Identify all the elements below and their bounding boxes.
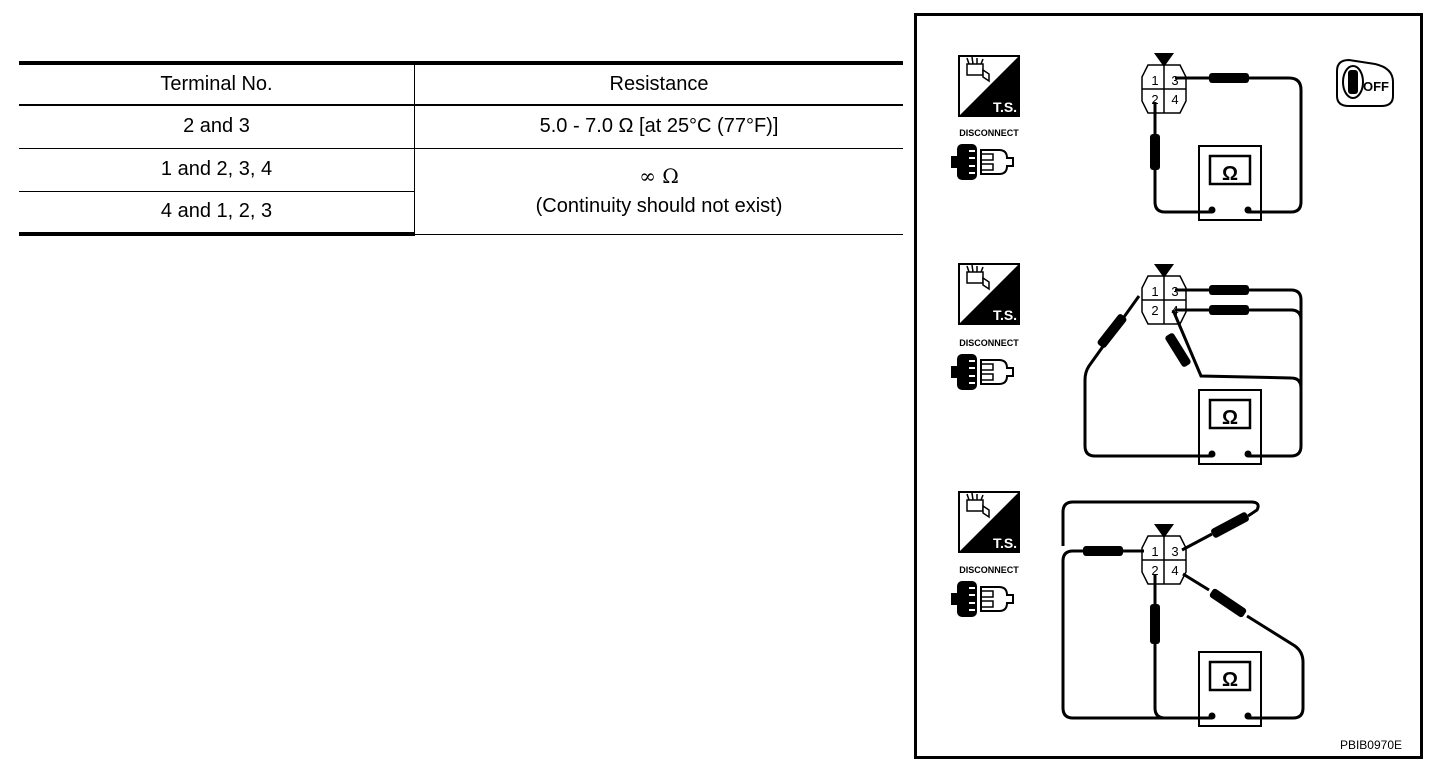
disconnect-label: DISCONNECT — [959, 565, 1019, 575]
test-probe — [1097, 314, 1127, 348]
table-row: 2 and 3 5.0 - 7.0 Ω [at 25°C (77°F)] — [19, 105, 903, 149]
ohm-icon: Ω — [1222, 669, 1238, 691]
probe-wire — [1153, 574, 1166, 720]
table-header-row: Terminal No. Resistance — [19, 61, 903, 106]
terminal-label: 2 — [1151, 563, 1158, 578]
resistance-cell: 5.0 - 7.0 Ω [at 25°C (77°F)] — [414, 105, 903, 149]
probe-wire — [1083, 295, 1212, 458]
disconnect-icon — [950, 353, 1014, 391]
probe-wire — [1175, 308, 1303, 321]
probe-wire — [1153, 102, 1212, 214]
table-row: 1 and 2, 3, 4 ∞ Ω (Continuity should not… — [19, 148, 903, 235]
diagram-1-group: T.S. DISCONNECT 1 3 2 4 Ω OFF — [950, 52, 1394, 222]
ts-label: T.S. — [993, 535, 1017, 551]
probe-wire — [1182, 572, 1305, 720]
harness-connector — [1141, 523, 1187, 585]
test-probe — [1150, 134, 1160, 170]
terminal-cell: 4 and 1, 2, 3 — [19, 191, 415, 236]
no-continuity-note: (Continuity should not exist) — [535, 195, 783, 217]
diagram-2-group: T.S. DISCONNECT 1 3 2 4 Ω — [950, 263, 1303, 466]
header-terminal-no: Terminal No. — [19, 61, 415, 106]
resistance-spec-table: Terminal No. Resistance 2 and 3 5.0 - 7.… — [19, 61, 903, 236]
terminal-label: 4 — [1171, 92, 1178, 107]
test-probe — [1209, 588, 1247, 618]
diagram-svg: T.S. DISCONNECT 1 3 2 4 Ω OFF T.S. DISCO… — [950, 52, 1394, 728]
probe-wire — [1171, 309, 1303, 389]
figure-id: PBIB0970E — [1339, 738, 1402, 752]
ignition-key-icon: OFF — [1336, 58, 1394, 107]
terminal-label: 1 — [1151, 73, 1158, 88]
disconnect-icon — [950, 143, 1014, 181]
terminal-cell: 1 and 2, 3, 4 — [19, 148, 415, 192]
ohm-icon: Ω — [1222, 407, 1238, 429]
terminal-cell: 2 and 3 — [19, 105, 415, 149]
disconnect-icon — [950, 580, 1014, 618]
test-probe — [1083, 546, 1123, 556]
probe-wire — [1061, 500, 1260, 552]
probe-wire — [1175, 76, 1303, 214]
ohm-icon: Ω — [1222, 163, 1238, 185]
terminal-label: 2 — [1151, 92, 1158, 107]
ignition-off-label: OFF — [1363, 79, 1389, 94]
probe-wire — [1175, 288, 1303, 458]
terminal-label: 1 — [1151, 284, 1158, 299]
ts-label: T.S. — [993, 99, 1017, 115]
terminal-label: 4 — [1171, 563, 1178, 578]
terminal-label: 3 — [1171, 73, 1178, 88]
test-probe — [1211, 512, 1249, 538]
probe-wire — [1061, 549, 1212, 720]
disconnect-label: DISCONNECT — [959, 338, 1019, 348]
diagram-panel: T.S. DISCONNECT 1 3 2 4 Ω OFF T.S. DISCO… — [914, 13, 1423, 759]
infinite-resistance: ∞ Ω — [639, 164, 679, 188]
test-probe — [1165, 333, 1191, 367]
diagram-3-group: T.S. DISCONNECT 1 3 2 4 Ω — [950, 491, 1305, 728]
header-resistance: Resistance — [414, 61, 903, 106]
table-row: 4 and 1, 2, 3 — [19, 191, 903, 236]
harness-connector — [1141, 263, 1187, 325]
terminal-label: 3 — [1171, 544, 1178, 559]
test-probe — [1209, 305, 1249, 315]
harness-connector — [1141, 52, 1187, 114]
test-probe — [1209, 73, 1249, 83]
ts-label: T.S. — [993, 307, 1017, 323]
terminal-label: 2 — [1151, 303, 1158, 318]
test-probe — [1150, 604, 1160, 644]
disconnect-label: DISCONNECT — [959, 128, 1019, 138]
resistance-cell-merged: ∞ Ω (Continuity should not exist) — [414, 148, 903, 235]
test-probe — [1209, 285, 1249, 295]
terminal-label: 1 — [1151, 544, 1158, 559]
